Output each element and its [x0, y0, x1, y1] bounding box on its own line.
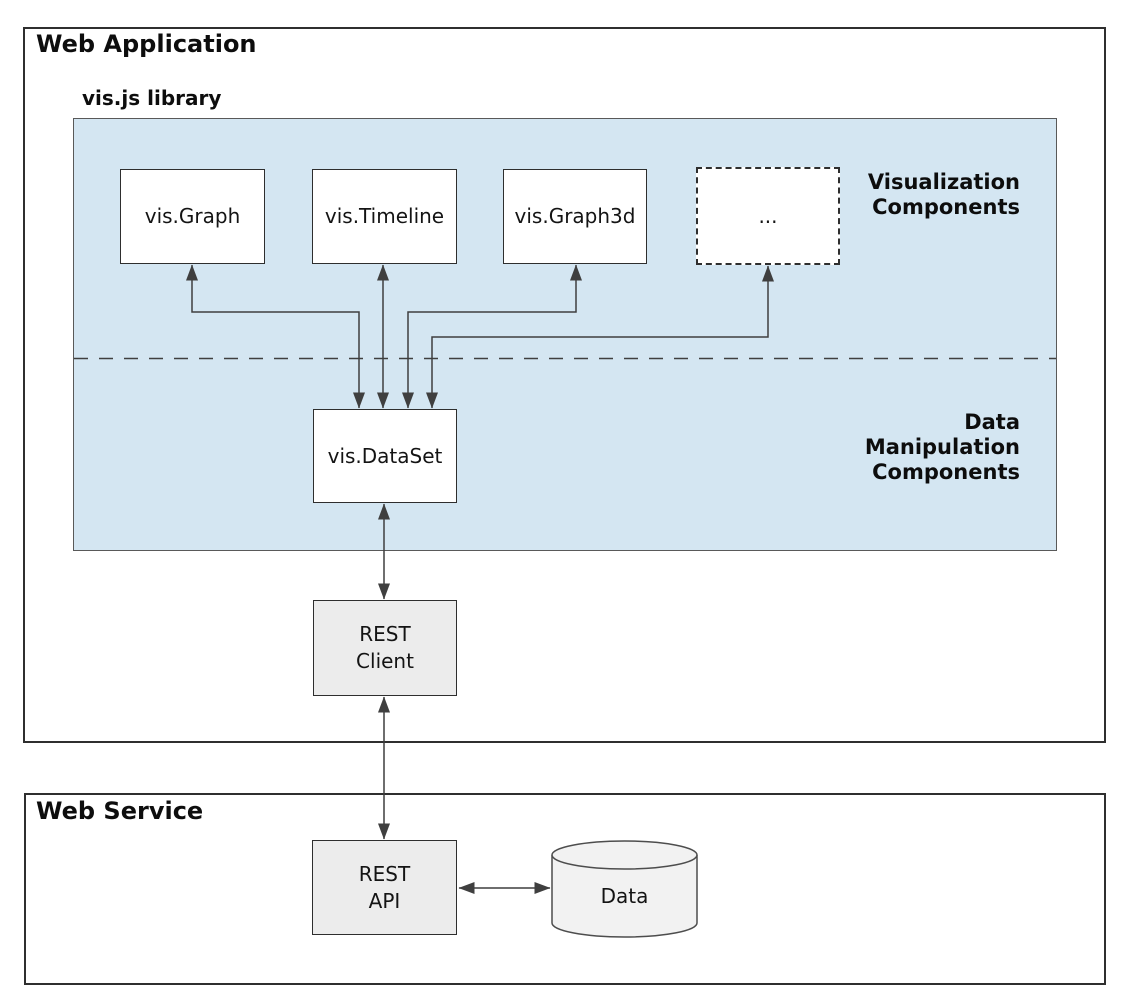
- data-store-label: Data: [600, 884, 649, 908]
- node-vis-graph3d: vis.Graph3d: [503, 169, 647, 264]
- edge-dataset-more: [426, 265, 774, 409]
- web-service-title: Web Service: [36, 797, 204, 825]
- data-store-cylinder: [551, 840, 698, 938]
- node-vis-dataset: vis.DataSet: [313, 409, 457, 503]
- node-rest-api: REST API: [312, 840, 457, 935]
- node-rest-client: REST Client: [313, 600, 457, 696]
- node-vis-graph: vis.Graph: [120, 169, 265, 264]
- node-more-components: ...: [696, 167, 840, 265]
- edge-dataset-visgraph: [186, 264, 365, 409]
- web-application-title: Web Application: [36, 30, 257, 58]
- data-manipulation-components-label: Data Manipulation Components: [864, 410, 1020, 484]
- visjs-library-title: vis.js library: [82, 86, 222, 110]
- node-vis-timeline: vis.Timeline: [312, 169, 457, 264]
- visualization-components-label: Visualization Components: [867, 170, 1020, 219]
